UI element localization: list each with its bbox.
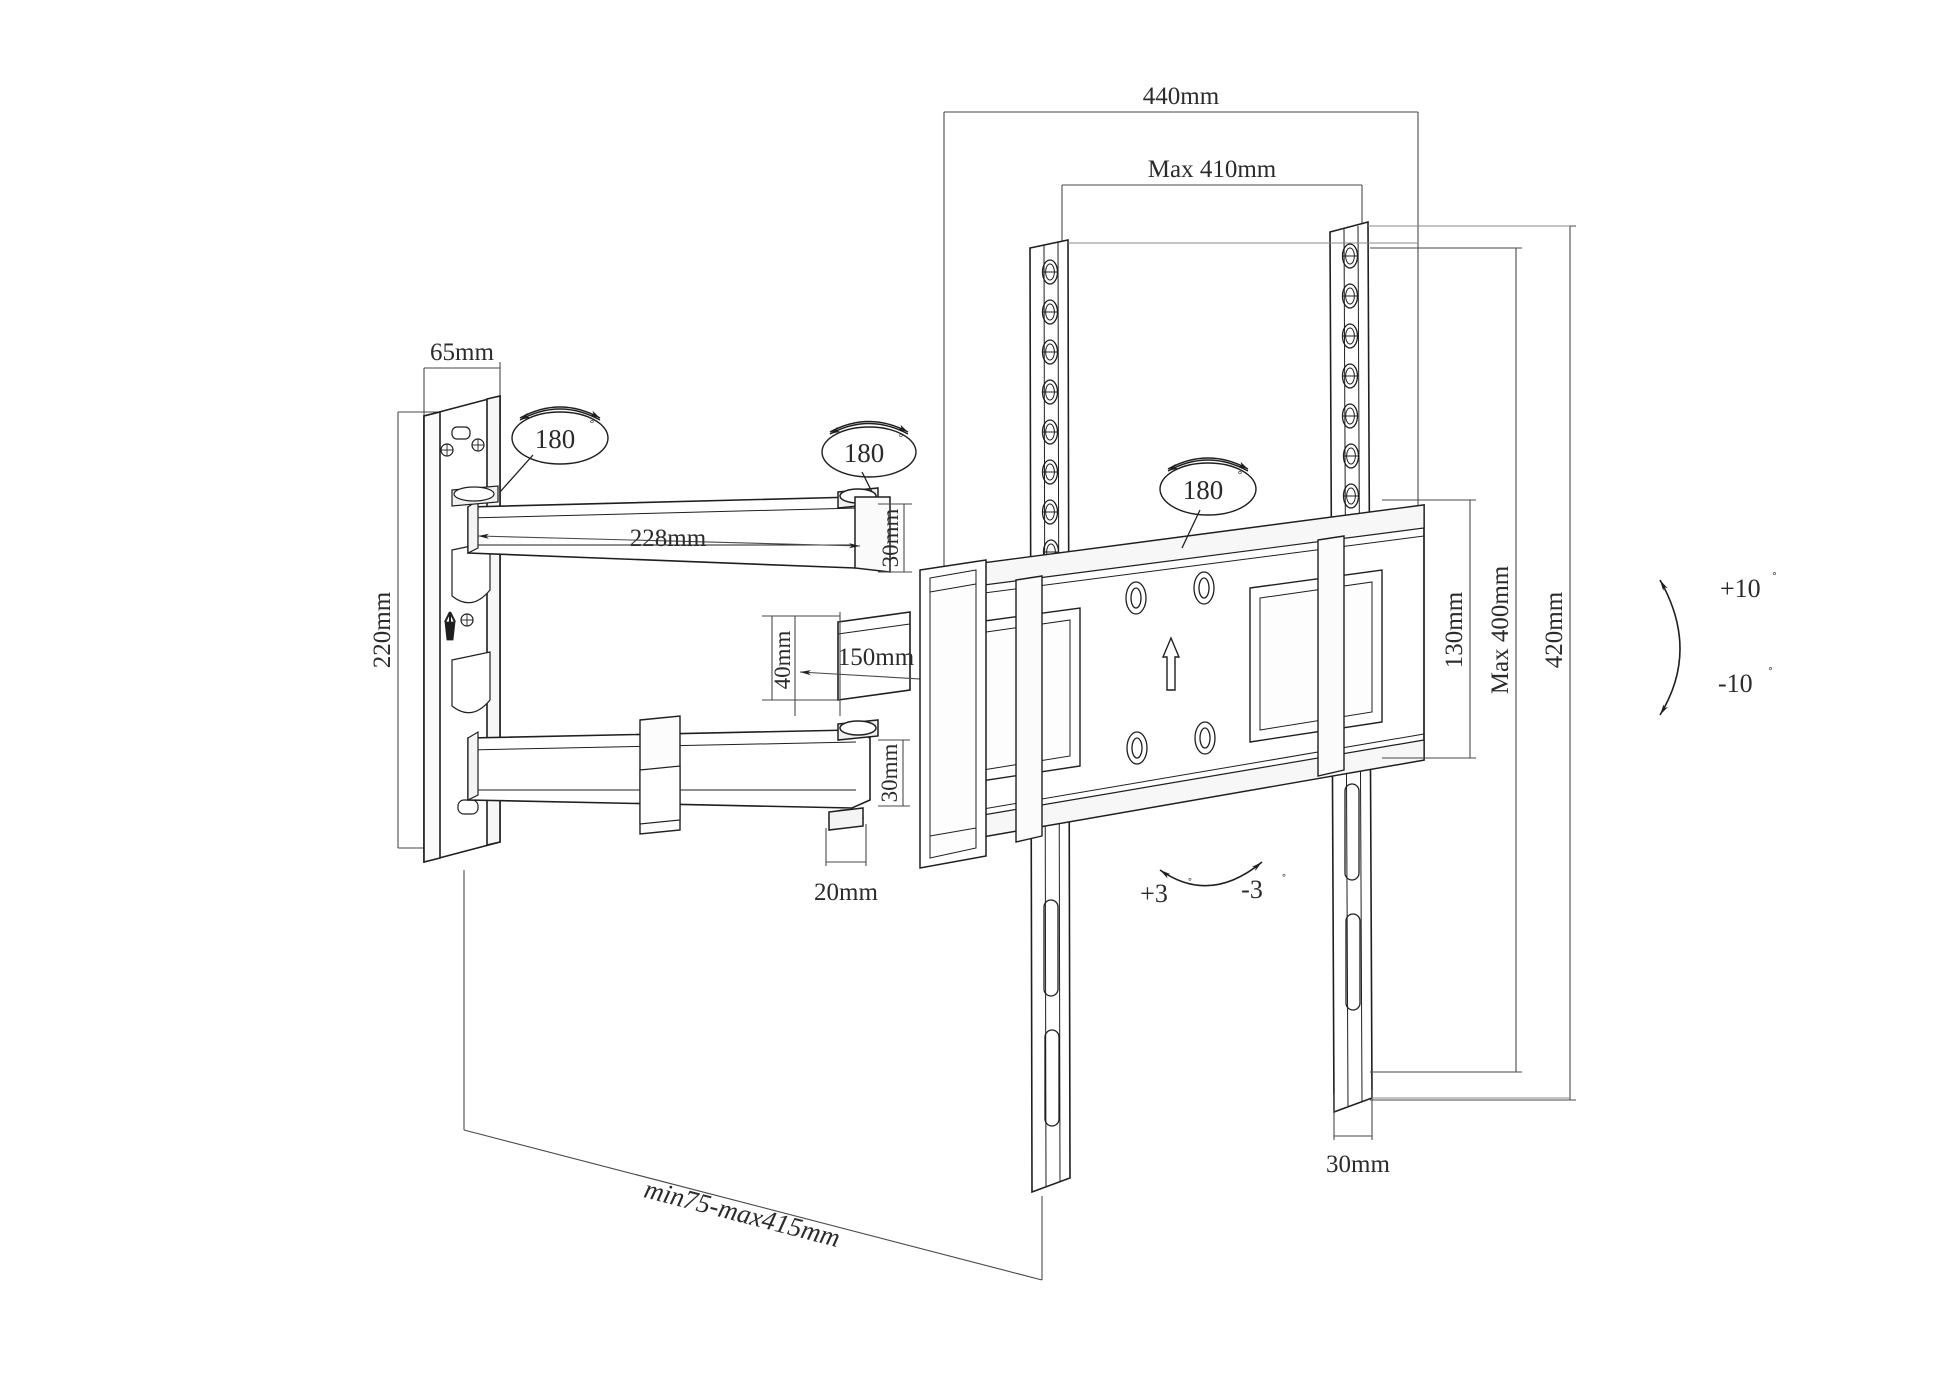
- label-rotate-minus: -3: [1241, 875, 1263, 904]
- label-max-410mm: Max 410mm: [1148, 156, 1277, 183]
- dimension-extension-range: [463, 870, 1043, 1281]
- annotation-tilt-range: +10 ˚ -10 ˚: [1659, 571, 1777, 716]
- label-30mm-bottom: 30mm: [1326, 1151, 1390, 1178]
- dimension-20mm: [825, 824, 867, 866]
- degree-symbol-tilt-down: ˚: [1768, 666, 1773, 682]
- degree-symbol-right: ˚: [1237, 468, 1243, 487]
- arm-plate-connector: [919, 559, 987, 869]
- label-40mm: 40mm: [770, 631, 795, 690]
- arm-knuckle-right-lower: [828, 719, 879, 831]
- label-180-mid: 180: [844, 438, 885, 468]
- label-tilt-up: +10: [1720, 574, 1761, 603]
- extension-lines: [1068, 225, 1570, 1099]
- label-max-400mm: Max 400mm: [1487, 565, 1514, 694]
- dimension-40mm: [762, 615, 800, 701]
- dimension-30mm-lower: [878, 739, 910, 807]
- degree-symbol-tilt-up: ˚: [1772, 571, 1777, 587]
- label-228mm: 228mm: [630, 525, 707, 552]
- dimension-228mm-leader: [477, 533, 861, 549]
- label-440mm: 440mm: [1143, 83, 1220, 110]
- label-180-right: 180: [1183, 475, 1224, 505]
- label-20mm: 20mm: [814, 879, 878, 906]
- annotation-180-mid: 180 ˚: [821, 420, 917, 493]
- rail-bracket-left: [1015, 575, 1043, 843]
- degree-symbol-rotate-minus: ˚: [1282, 873, 1287, 888]
- degree-symbol-left: ˚: [589, 417, 595, 436]
- dimension-max-400mm: [1370, 247, 1522, 1073]
- label-30mm-lower: 30mm: [877, 744, 902, 803]
- degree-symbol-rotate-plus: ˚: [1188, 877, 1193, 892]
- label-130mm: 130mm: [1441, 591, 1468, 668]
- label-420mm: 420mm: [1541, 591, 1568, 668]
- label-150mm: 150mm: [838, 644, 915, 671]
- rail-bracket-right: [1317, 535, 1345, 777]
- label-30mm-upper: 30mm: [878, 509, 903, 568]
- label-180-left: 180: [535, 424, 576, 454]
- annotation-180-right: 180 ˚: [1159, 457, 1257, 549]
- annotation-180-left: 180 ˚: [499, 406, 609, 493]
- label-65mm: 65mm: [430, 339, 494, 366]
- lower-extension-arm: [467, 715, 871, 835]
- label-rotate-plus: +3: [1140, 879, 1168, 908]
- arm-knuckle-right-upper: [837, 487, 891, 573]
- dimension-30mm-upper: [878, 503, 912, 573]
- annotation-rotate-range: +3 ˚ -3 ˚: [1140, 861, 1287, 908]
- label-220mm: 220mm: [369, 591, 396, 668]
- degree-symbol-mid: ˚: [898, 431, 904, 450]
- label-tilt-down: -10: [1718, 669, 1753, 698]
- dimension-130mm: [1382, 499, 1476, 759]
